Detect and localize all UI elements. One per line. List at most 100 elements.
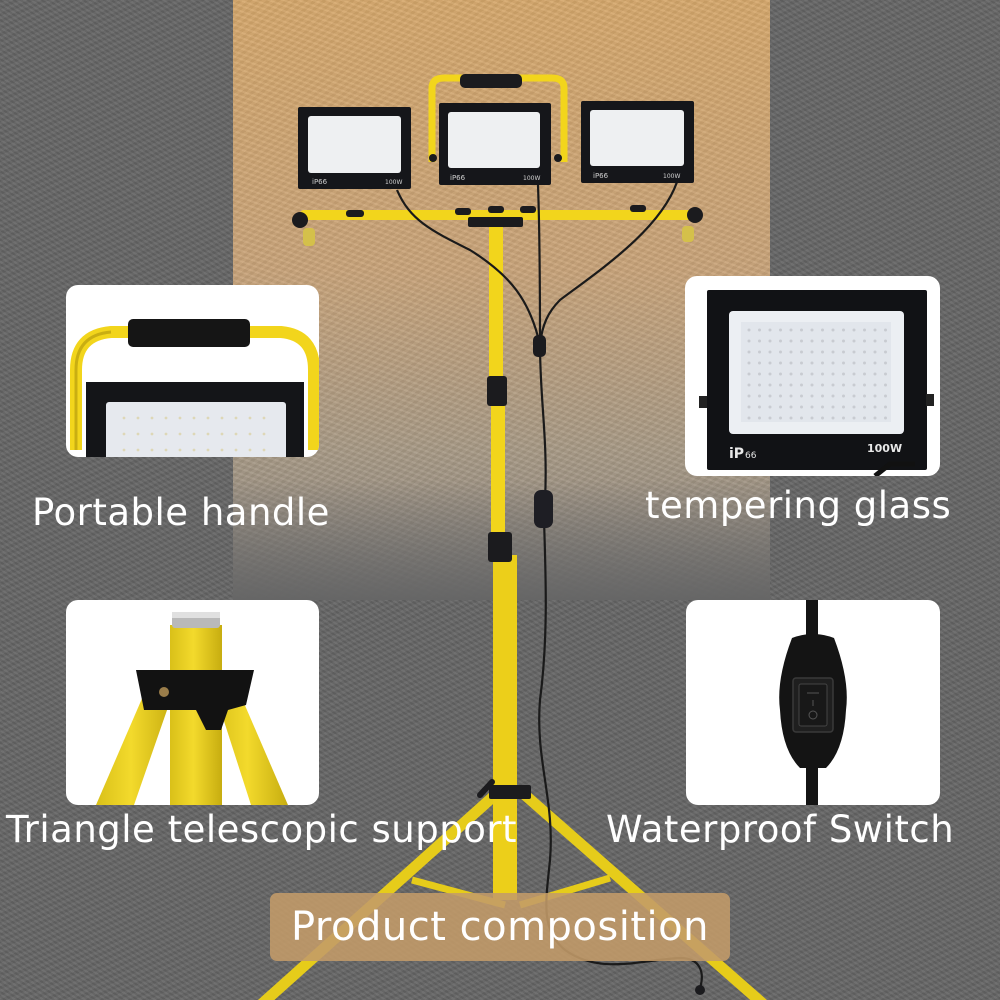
led-dot bbox=[779, 361, 782, 365]
led-dot bbox=[852, 394, 856, 398]
led-dot bbox=[831, 394, 835, 398]
power-rating: 100W bbox=[385, 179, 402, 186]
led-dot bbox=[768, 405, 772, 409]
led-dot bbox=[800, 416, 803, 420]
led-dot bbox=[758, 350, 761, 354]
led-dot bbox=[758, 383, 761, 387]
led-dot bbox=[884, 372, 887, 376]
led-dot bbox=[779, 383, 782, 387]
led-dot bbox=[758, 339, 761, 343]
product-composition-banner: Product composition bbox=[270, 893, 730, 961]
led-dot bbox=[800, 383, 803, 387]
power-cables bbox=[395, 181, 703, 989]
power-rating: 100W bbox=[523, 175, 540, 182]
led-dot bbox=[789, 405, 793, 409]
ip-rating-main: iP bbox=[729, 446, 744, 462]
led-dot bbox=[789, 416, 793, 420]
led-dot bbox=[747, 328, 751, 332]
led-dot bbox=[863, 328, 866, 332]
led-dot bbox=[810, 361, 814, 365]
led-dot bbox=[800, 361, 803, 365]
led-dot bbox=[747, 372, 751, 376]
led-dot bbox=[863, 361, 866, 365]
led-dot bbox=[842, 328, 845, 332]
led-dot bbox=[884, 339, 887, 343]
led-dot bbox=[747, 394, 751, 398]
handle-closeup-icon bbox=[70, 319, 319, 457]
led-dot bbox=[842, 361, 845, 365]
floodlight-center: iP66 100W bbox=[429, 103, 562, 185]
tripod-closeup-icon bbox=[96, 612, 288, 805]
feature-card-switch bbox=[686, 600, 940, 805]
led-dot bbox=[800, 405, 803, 409]
led-dot bbox=[821, 394, 824, 398]
led-dot bbox=[831, 372, 835, 376]
led-dot bbox=[789, 328, 793, 332]
led-dot bbox=[779, 350, 782, 354]
feature-card-tripod bbox=[66, 600, 319, 805]
led-dot bbox=[779, 339, 782, 343]
led-dot bbox=[863, 350, 866, 354]
led-dot bbox=[821, 405, 824, 409]
led-dot bbox=[779, 394, 782, 398]
handle-grip bbox=[460, 74, 522, 88]
led-dot bbox=[873, 416, 877, 420]
led-dot bbox=[873, 405, 877, 409]
led-dot bbox=[779, 372, 782, 376]
led-dot bbox=[821, 350, 824, 354]
led-dot bbox=[800, 372, 803, 376]
led-dot bbox=[873, 328, 877, 332]
led-dot bbox=[810, 328, 814, 332]
led-dot bbox=[852, 339, 856, 343]
led-dot bbox=[758, 394, 761, 398]
cable-splitter bbox=[533, 335, 546, 357]
led-dot bbox=[789, 350, 793, 354]
plug bbox=[695, 985, 705, 995]
led-dot bbox=[779, 405, 782, 409]
mast-clamp-lower bbox=[488, 532, 512, 562]
led-dot bbox=[768, 394, 772, 398]
banner-title: Product composition bbox=[291, 904, 709, 950]
floodlight-left: iP66 100W bbox=[298, 107, 411, 189]
led-dot bbox=[758, 328, 761, 332]
led-dot bbox=[810, 405, 814, 409]
led-dot bbox=[768, 416, 772, 420]
led-dot bbox=[852, 350, 856, 354]
led-dot bbox=[873, 361, 877, 365]
led-dot bbox=[768, 350, 772, 354]
ip-rating: iP66 bbox=[450, 174, 466, 182]
ip-rating: iP66 bbox=[312, 178, 328, 186]
power-rating: 100W bbox=[867, 442, 902, 455]
led-dot bbox=[747, 405, 751, 409]
ip-rating: iP66 bbox=[593, 172, 609, 180]
feature-caption-handle: Portable handle bbox=[32, 491, 330, 534]
led-dot bbox=[831, 328, 835, 332]
led-dot bbox=[747, 361, 751, 365]
led-dot bbox=[821, 361, 824, 365]
led-dot bbox=[810, 416, 814, 420]
led-dot bbox=[831, 350, 835, 354]
led-dot bbox=[863, 416, 866, 420]
led-dot bbox=[789, 339, 793, 343]
led-dot bbox=[884, 416, 887, 420]
switch-closeup-icon bbox=[779, 600, 847, 805]
led-dot bbox=[768, 372, 772, 376]
power-rating: 100W bbox=[663, 173, 680, 180]
led-dot bbox=[873, 372, 877, 376]
led-dot bbox=[821, 383, 824, 387]
led-dot bbox=[758, 361, 761, 365]
led-dot bbox=[831, 416, 835, 420]
led-dot bbox=[842, 416, 845, 420]
led-dot bbox=[842, 350, 845, 354]
feature-caption-glass: tempering glass bbox=[645, 484, 952, 527]
led-dot bbox=[852, 405, 856, 409]
led-dot bbox=[768, 339, 772, 343]
led-dot bbox=[852, 372, 856, 376]
led-dot bbox=[852, 383, 856, 387]
led-dot bbox=[852, 328, 856, 332]
led-dot bbox=[810, 394, 814, 398]
led-dot bbox=[821, 416, 824, 420]
led-dot bbox=[884, 394, 887, 398]
led-dot bbox=[789, 372, 793, 376]
led-dot bbox=[758, 416, 761, 420]
